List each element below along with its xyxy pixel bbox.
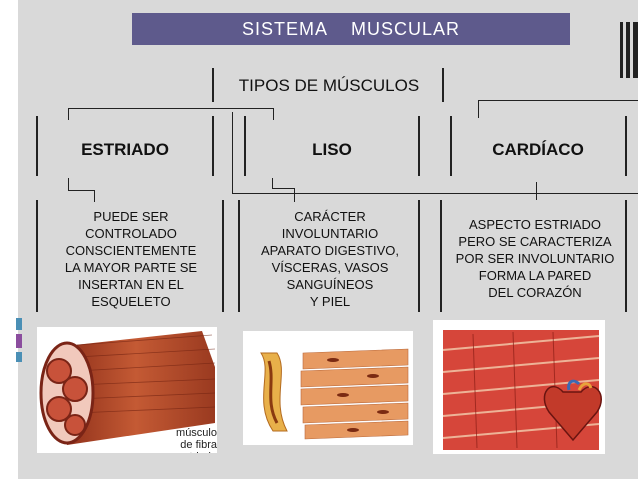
bracket xyxy=(212,116,214,176)
decoration-mark xyxy=(626,22,630,78)
bracket xyxy=(418,116,420,176)
bracket xyxy=(625,116,627,176)
bracket xyxy=(440,200,442,312)
connector xyxy=(68,108,274,109)
decoration-mark xyxy=(620,22,623,78)
bracket xyxy=(418,200,420,312)
connector xyxy=(232,193,638,194)
bracket xyxy=(36,116,38,176)
connector xyxy=(294,188,295,202)
description-estriado: PUEDE SER CONTROLADO CONSCIENTEMENTE LA … xyxy=(64,209,198,309)
decoration-mark xyxy=(633,22,638,78)
left-accent-bar xyxy=(0,0,22,479)
connector xyxy=(68,108,69,120)
slide-title: SISTEMA MUSCULAR xyxy=(132,13,570,45)
bracket xyxy=(222,200,224,312)
connector xyxy=(94,190,95,202)
connector xyxy=(272,188,294,189)
connector xyxy=(272,178,273,188)
category-cardiaco: CARDÍACO xyxy=(492,140,584,159)
header-left-bracket xyxy=(212,68,214,102)
bracket xyxy=(244,116,246,176)
bracket xyxy=(625,200,627,312)
bracket xyxy=(36,200,38,312)
connector xyxy=(478,100,638,101)
striated-muscle-image: músculo de fibra estriada xyxy=(37,327,217,453)
connector xyxy=(536,182,537,200)
smooth-muscle-image xyxy=(243,331,413,445)
category-estriado: ESTRIADO xyxy=(81,140,169,159)
connector xyxy=(232,112,233,194)
connector xyxy=(478,100,479,118)
connector xyxy=(273,108,274,120)
description-cardiaco: ASPECTO ESTRIADO PERO SE CARACTERIZA POR… xyxy=(455,217,615,300)
header-right-bracket xyxy=(442,68,444,102)
description-liso: CARÁCTER INVOLUNTARIO APARATO DIGESTIVO,… xyxy=(261,209,399,309)
bracket xyxy=(238,200,240,312)
striated-image-caption: músculo de fibra estriada xyxy=(176,427,217,453)
connector xyxy=(68,190,94,191)
bracket xyxy=(450,116,452,176)
connector xyxy=(68,178,69,190)
cardiac-muscle-image xyxy=(433,320,605,454)
category-liso: LISO xyxy=(312,140,352,159)
types-header: TIPOS DE MÚSCULOS xyxy=(238,76,420,95)
